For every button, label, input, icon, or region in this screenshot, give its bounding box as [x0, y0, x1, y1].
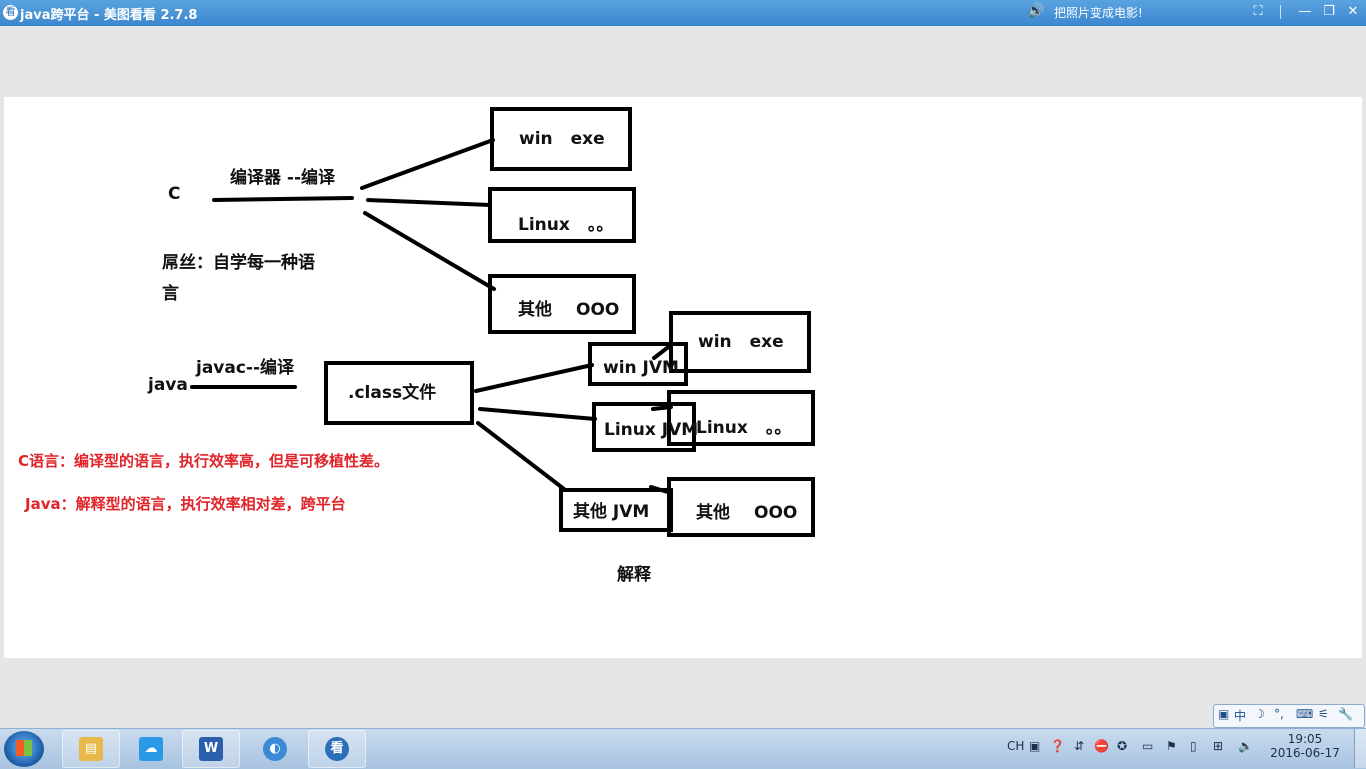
clock-date: 2016-06-17	[1270, 746, 1340, 760]
java-description: Java：解释型的语言，执行效率相对差，跨平台	[25, 495, 346, 513]
other-jvm-label: 其他 JVM	[573, 502, 650, 522]
title-bar: 看 java跨平台 - 美图看看 2.7.8 🔊 把照片变成电影! ⛶ — ❐ …	[0, 0, 1366, 26]
class-to-linux-jvm-line	[478, 407, 597, 421]
linux-jvm-box	[592, 402, 696, 452]
class-to-other-jvm-line	[476, 421, 566, 491]
win-jvm-label: win JVM	[603, 358, 679, 378]
ime-skin-icon[interactable]: ⚟	[1318, 707, 1329, 721]
viewer-icon: 看	[325, 737, 349, 761]
win-jvm-arrow	[652, 343, 673, 360]
ime-logo-icon[interactable]: ▣	[1218, 707, 1230, 721]
taskbar-app-viewer[interactable]: 看	[308, 730, 366, 768]
c-to-linux-line	[366, 198, 492, 207]
speaker-icon[interactable]: 🔊	[1027, 3, 1045, 19]
java-box-win	[669, 311, 811, 373]
taskbar-app-browser[interactable]: ◐	[246, 730, 304, 768]
c-box-win	[490, 107, 632, 171]
taskbar: ▤ ☁ W ◐ 看 CH ▣ ❓ ⇵ ⛔ ✪ ▭ ⚑ ▯ ⊞ 🔈	[0, 728, 1366, 769]
clock-time: 19:05	[1287, 732, 1323, 746]
make-movie-link[interactable]: 把照片变成电影!	[1054, 6, 1143, 20]
taskbar-app-explorer[interactable]: ▤	[62, 730, 120, 768]
class-file-box	[324, 361, 474, 425]
word-icon: W	[199, 737, 223, 761]
device-icon[interactable]: ▯	[1190, 739, 1197, 753]
windows-logo-icon	[16, 740, 32, 756]
c-compile-line	[212, 196, 354, 202]
ime-settings-icon[interactable]: 🔧	[1338, 707, 1353, 721]
linux-jvm-label: Linux JVM	[604, 420, 699, 440]
taskbar-app-cloud[interactable]: ☁	[122, 730, 180, 768]
network-icon[interactable]: ⊞	[1213, 739, 1224, 753]
ime-tray-icon[interactable]: ▣	[1029, 739, 1041, 753]
c-to-win-line	[360, 138, 495, 190]
other-jvm-arrow	[649, 485, 673, 495]
stop-icon[interactable]: ⛔	[1094, 739, 1109, 753]
ime-mode-button[interactable]: 中	[1234, 709, 1247, 723]
app-logo-icon: 看	[3, 5, 18, 20]
system-clock[interactable]: 19:05 2016-06-17	[1268, 732, 1342, 760]
folder-icon: ▤	[79, 737, 103, 761]
java-label: java	[148, 375, 188, 395]
java-box-other	[667, 477, 815, 537]
fullscreen-button[interactable]: ⛶	[1253, 4, 1263, 19]
java-target-linux: Linux。。	[696, 418, 792, 438]
c-box-other	[488, 274, 636, 334]
show-hidden-icons-icon[interactable]: ⇵	[1074, 739, 1085, 753]
class-file-label: .class文件	[348, 383, 437, 403]
class-to-win-jvm-line	[474, 363, 594, 393]
interpret-label: 解释	[617, 565, 651, 585]
c-to-other-line	[363, 211, 496, 291]
title-separator	[1280, 5, 1281, 19]
ime-keyboard-icon[interactable]: ⌨	[1296, 707, 1314, 721]
volume-icon[interactable]: 🔈	[1238, 739, 1253, 753]
taskbar-app-word[interactable]: W	[182, 730, 240, 768]
javac-label: javac--编译	[196, 358, 295, 378]
java-box-linux	[667, 390, 815, 446]
c-box-linux	[488, 187, 636, 243]
ime-moon-icon[interactable]: ☽	[1254, 707, 1265, 721]
linux-jvm-arrow	[651, 405, 673, 411]
win-jvm-box	[588, 342, 688, 386]
show-desktop-button[interactable]	[1354, 729, 1366, 768]
language-indicator[interactable]: CH	[1007, 739, 1025, 753]
ime-punct-icon[interactable]: °,	[1274, 707, 1284, 721]
c-target-linux: Linux。。	[518, 215, 614, 235]
note-line-2: 言	[162, 284, 179, 304]
minimize-button[interactable]: —	[1298, 4, 1312, 19]
window-title: java跨平台 - 美图看看 2.7.8	[20, 8, 198, 23]
help-icon[interactable]: ❓	[1050, 739, 1065, 753]
c-description: C语言：编译型的语言，执行效率高，但是可移植性差。	[18, 452, 390, 470]
browser-icon: ◐	[263, 737, 287, 761]
compiler-label: 编译器 --编译	[230, 168, 336, 188]
c-label: C	[168, 184, 181, 204]
display-icon[interactable]: ▭	[1142, 739, 1154, 753]
flag-icon[interactable]: ⚑	[1166, 739, 1177, 753]
start-button[interactable]	[4, 731, 44, 767]
note-line-1: 屌丝：自学每一种语	[162, 253, 315, 273]
close-button[interactable]: ✕	[1347, 4, 1359, 19]
ime-toolbar[interactable]: ▣ 中 ☽ °, ⌨ ⚟ 🔧	[1213, 704, 1365, 728]
restore-button[interactable]: ❐	[1323, 4, 1335, 19]
diagram-drawing	[190, 107, 815, 537]
cloud-icon: ☁	[139, 737, 163, 761]
security-icon[interactable]: ✪	[1117, 739, 1128, 753]
